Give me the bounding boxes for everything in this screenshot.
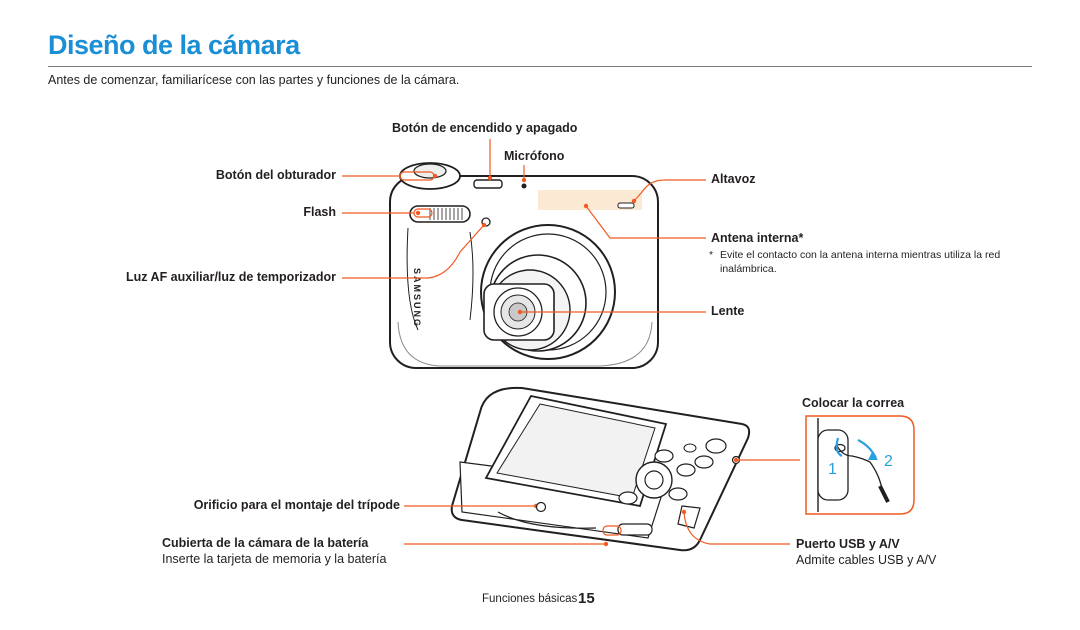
label-power-button: Botón de encendido y apagado	[392, 121, 578, 135]
label-usb-port: Puerto USB y A/V	[796, 537, 900, 551]
usb-port-desc: Admite cables USB y A/V	[796, 553, 937, 567]
battery-cover-desc: Inserte la tarjeta de memoria y la bater…	[162, 552, 387, 566]
page-title: Diseño de la cámara	[48, 30, 300, 60]
front-callout-dots	[415, 173, 637, 315]
back-camera-illustration	[450, 386, 751, 552]
label-lens: Lente	[711, 304, 745, 318]
label-battery-cover: Cubierta de la cámara de la batería	[162, 536, 369, 550]
label-speaker: Altavoz	[711, 172, 756, 186]
label-flash: Flash	[303, 205, 336, 219]
page-number: 15	[578, 590, 595, 607]
label-microphone: Micrófono	[504, 149, 565, 163]
strap-step-2: 2	[884, 453, 893, 470]
label-af-lamp: Luz AF auxiliar/luz de temporizador	[126, 270, 336, 284]
back-callout-lines	[404, 459, 800, 545]
title-rule	[48, 66, 1032, 67]
label-internal-antenna: Antena interna*	[711, 231, 804, 245]
label-tripod: Orificio para el montaje del trípode	[193, 498, 400, 512]
strap-inset	[805, 415, 915, 515]
intro-text: Antes de comenzar, familiarícese con las…	[48, 73, 460, 87]
antenna-note: Evite el contacto con la antena interna …	[720, 249, 1001, 275]
footer-section: Funciones básicas	[482, 593, 578, 605]
tripod-socket	[535, 501, 547, 513]
brand-mark: SAMSUNG	[412, 268, 422, 328]
strap-step-1: 1	[828, 461, 837, 478]
front-callout-lines	[342, 139, 706, 313]
antenna-note-mark: *	[709, 249, 714, 261]
front-camera-illustration: SAMSUNG	[389, 162, 659, 369]
label-strap: Colocar la correa	[802, 396, 905, 410]
label-shutter-button: Botón del obturador	[215, 168, 336, 182]
